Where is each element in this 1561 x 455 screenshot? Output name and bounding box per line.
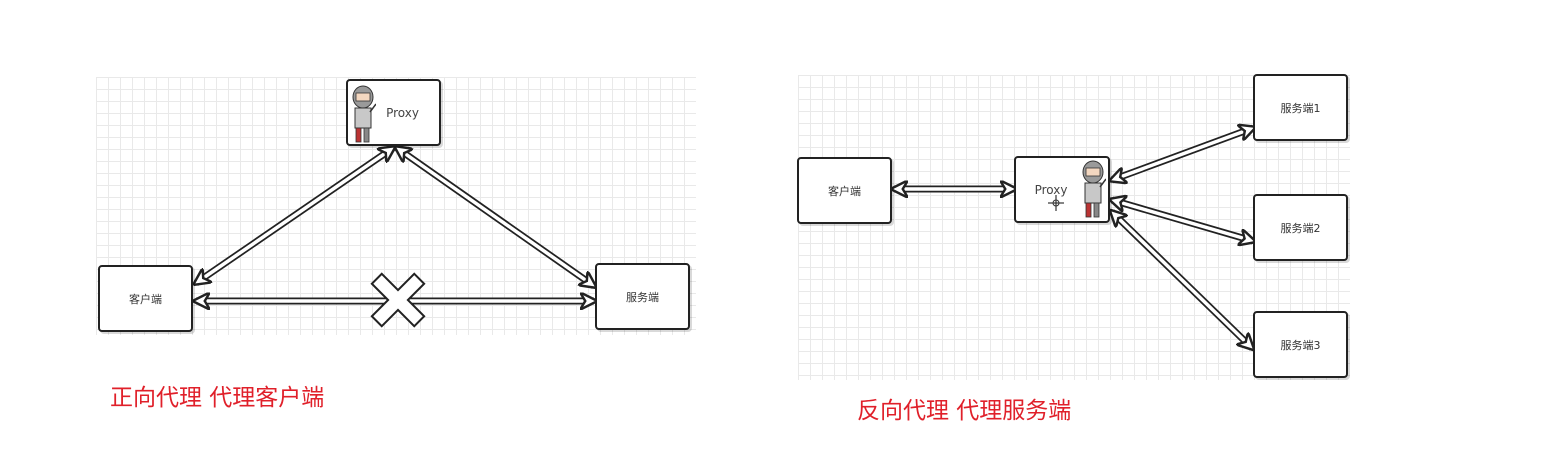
- knight-mascot-icon: [1082, 160, 1106, 218]
- reverse-server-node-3[interactable]: 服务端3: [1253, 311, 1348, 378]
- reverse-client-label: 客户端: [828, 184, 861, 198]
- server-3-label: 服务端3: [1280, 338, 1321, 352]
- move-cursor-icon: [1048, 195, 1064, 211]
- arrow-proxy-server1: [1112, 128, 1253, 180]
- reverse-proxy-label: Proxy: [1034, 182, 1068, 197]
- arrow-client-proxy: [196, 148, 393, 283]
- reverse-server-node-2[interactable]: 服务端2: [1253, 194, 1348, 261]
- forward-server-label: 服务端: [626, 290, 659, 304]
- forward-client-node[interactable]: 客户端: [98, 265, 193, 332]
- reverse-client-node[interactable]: 客户端: [797, 157, 892, 224]
- forward-proxy-node[interactable]: Proxy: [346, 79, 441, 146]
- forward-proxy-label: Proxy: [386, 105, 419, 120]
- forward-server-node[interactable]: 服务端: [595, 263, 690, 330]
- server-1-label: 服务端1: [1280, 101, 1321, 115]
- reverse-proxy-node[interactable]: Proxy: [1014, 156, 1110, 223]
- arrow-proxy-server: [397, 148, 594, 286]
- blocked-x-icon: [370, 272, 426, 328]
- arrow-proxy-server3: [1112, 212, 1252, 348]
- forward-client-label: 客户端: [129, 292, 162, 306]
- forward-proxy-caption: 正向代理 代理客户端: [110, 385, 325, 411]
- server-2-label: 服务端2: [1280, 221, 1321, 235]
- reverse-server-node-1[interactable]: 服务端1: [1253, 74, 1348, 141]
- reverse-proxy-caption: 反向代理 代理服务端: [857, 398, 1072, 424]
- knight-mascot-icon: [352, 85, 376, 143]
